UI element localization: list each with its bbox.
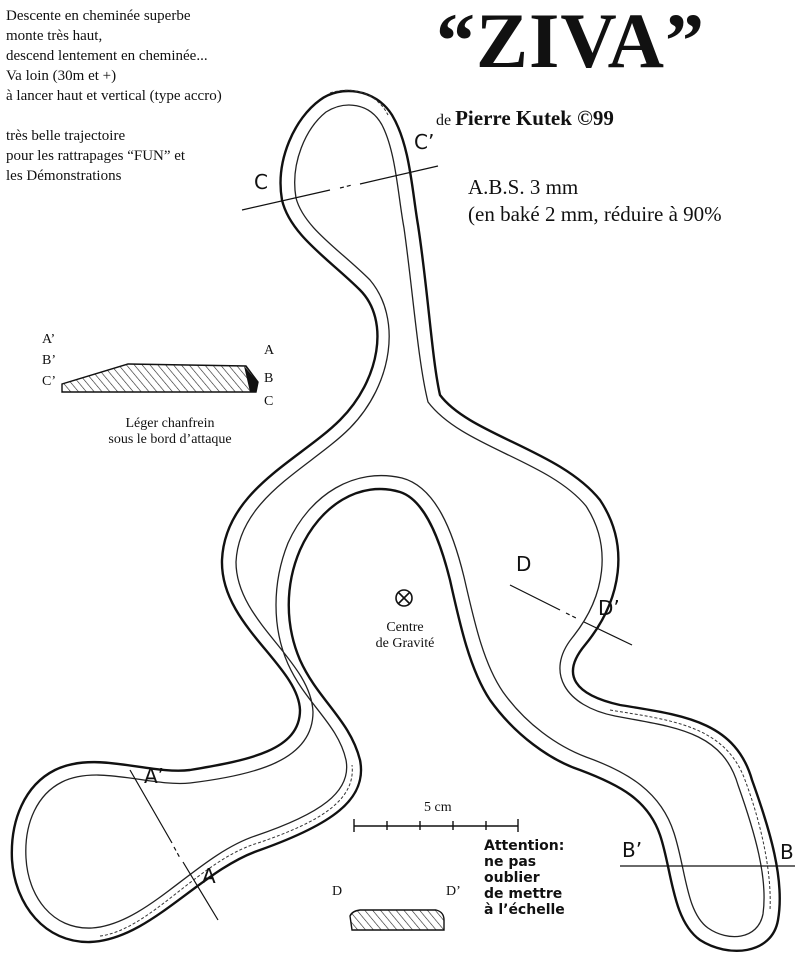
note-line: Descente en cheminée superbe <box>6 8 191 24</box>
section-d-label-left: D <box>332 884 343 899</box>
note-line: Va loin (30m et +) <box>6 68 117 84</box>
section-line-d <box>509 584 633 646</box>
section-mark-d: D <box>516 552 532 576</box>
profile-label-a: A <box>264 343 275 358</box>
attention-line: Attention: <box>484 838 565 854</box>
cog-line-1: Centre <box>386 620 424 635</box>
section-d-label-right: D’ <box>446 884 461 899</box>
profile-label-a-prime: A’ <box>42 332 56 347</box>
profile-label-c: C <box>264 394 274 409</box>
note-line: à lancer haut et vertical (type accro) <box>6 88 222 104</box>
attention-line: de mettre <box>484 886 563 902</box>
center-of-gravity-marker <box>395 589 413 607</box>
profile-label-b-prime: B’ <box>42 353 56 368</box>
author-name: Pierre Kutek ©99 <box>455 106 614 130</box>
profile-section <box>61 363 259 393</box>
bevel-line <box>609 709 771 911</box>
attention-line: oublier <box>484 870 540 886</box>
section-mark-a: A <box>202 864 216 888</box>
author-line: de Pierre Kutek ©99 <box>436 106 614 131</box>
material-line-2: (en baké 2 mm, réduire à 90% <box>468 202 722 226</box>
section-line-a <box>129 769 219 921</box>
flight-notes: Descente en cheminée superbe monte très … <box>6 6 222 186</box>
section-mark-b-prime: B’ <box>622 838 643 862</box>
bevel-line <box>329 89 389 116</box>
note-line: très belle trajectoire <box>6 128 126 144</box>
section-mark-b: B <box>780 840 794 864</box>
note-line: pour les rattrapages “FUN” et <box>6 148 186 164</box>
note-line: les Démonstrations <box>6 168 122 184</box>
bevel-line <box>99 764 353 937</box>
material-line-1: A.B.S. 3 mm <box>468 175 579 199</box>
page-title: “ZIVA” <box>436 0 705 84</box>
attention-note: Attention: ne pas oublier de mettre à l’… <box>484 838 565 918</box>
note-line: monte très haut, <box>6 28 103 44</box>
note-line: descend lentement en cheminée... <box>6 48 208 64</box>
profile-label-b: B <box>264 371 274 386</box>
boomerang-inner-outline <box>25 104 765 938</box>
section-mark-a-prime: A’ <box>144 764 165 788</box>
scale-bar <box>353 819 519 832</box>
cog-line-2: de Gravité <box>375 636 435 651</box>
attention-line: à l’échelle <box>484 902 565 918</box>
material-spec: A.B.S. 3 mm (en baké 2 mm, réduire à 90% <box>468 174 722 228</box>
section-mark-c: C <box>254 170 268 194</box>
boomerang-outline <box>10 89 781 952</box>
profile-label-c-prime: C’ <box>42 374 56 389</box>
attention-line: ne pas <box>484 854 537 870</box>
profile-caption-line-2: sous le bord d’attaque <box>108 432 232 447</box>
author-prefix: de <box>436 112 452 129</box>
note-spacer <box>6 106 222 126</box>
profile-caption-line-1: Léger chanfrein <box>125 416 215 431</box>
section-mark-d-prime: D’ <box>598 596 620 620</box>
section-line-c <box>241 165 439 211</box>
scale-label: 5 cm <box>424 800 452 815</box>
profile-caption: Léger chanfrein sous le bord d’attaque <box>80 416 260 448</box>
section-mark-c-prime: C’ <box>414 130 435 154</box>
center-of-gravity-label: Centre de Gravité <box>350 620 460 652</box>
section-d-profile <box>349 909 445 931</box>
